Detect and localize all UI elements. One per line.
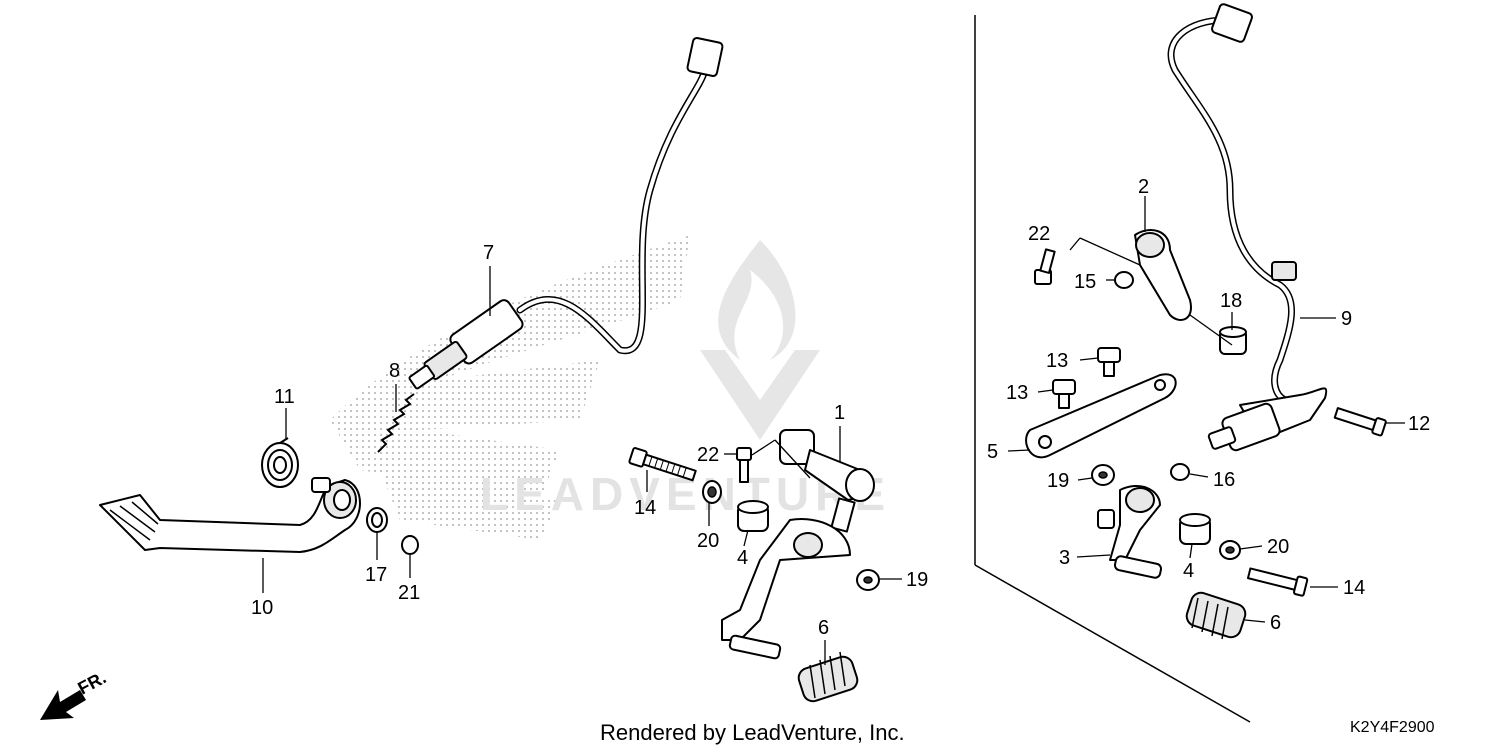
callout-14-right: 14 [1343,577,1365,599]
panel-divider [974,15,1251,723]
bolt-part-22-left [736,447,752,483]
return-spring-part-11 [261,437,299,488]
bracket-part-2 [1134,229,1192,321]
bolt-part-14-right [1246,567,1309,597]
rubber-peg-part-6-right [1185,591,1247,640]
washer-part-20-right-hole [1225,546,1235,554]
callout-14-left: 14 [634,497,656,519]
callout-8: 8 [389,360,400,382]
callout-6-right: 6 [1270,612,1281,634]
washer-part-19-right-hole [1098,471,1108,479]
bolt-part-22-right [1034,248,1056,285]
diagram-code: K2Y4F2900 [1350,719,1435,736]
rubber-peg-part-6-left [797,651,859,703]
callout-5: 5 [987,441,998,463]
callout-20-right: 20 [1267,536,1289,558]
collar-part-18 [1219,326,1247,355]
nut-part-16 [1170,463,1190,481]
shift-switch-part-9 [1167,3,1328,452]
callout-13-upper: 13 [1046,350,1068,372]
clip-part-21 [401,535,419,555]
callout-3: 3 [1059,547,1070,569]
bolt-part-13-upper [1097,347,1121,377]
callout-11: 11 [274,386,295,408]
callout-16: 16 [1213,469,1235,491]
callout-17: 17 [365,564,387,586]
rendered-by-credit: Rendered by LeadVenture, Inc. [600,720,905,745]
callout-1: 1 [834,402,845,424]
washer-part-17-hole [371,512,383,528]
collar-part-4-left [737,500,769,532]
callout-10: 10 [251,597,273,619]
callout-22-right: 22 [1028,223,1050,245]
callout-18: 18 [1220,290,1242,312]
callout-15: 15 [1074,271,1096,293]
bolt-part-12 [1333,407,1387,437]
switch-spring-part-8 [377,393,415,453]
front-direction-arrow-icon [40,690,86,720]
bolt-part-13-lower [1052,379,1076,409]
washer-part-20-left-hole [707,486,717,498]
callout-19-right: 19 [1047,470,1069,492]
shift-lever-left [721,518,851,660]
collar-part-4-right [1179,513,1211,545]
callout-9: 9 [1341,308,1352,330]
plate-part-5 [1025,373,1177,459]
callout-4-right: 4 [1183,560,1194,582]
callout-21: 21 [398,582,420,604]
callout-13-lower: 13 [1006,382,1028,404]
callout-22-left: 22 [697,444,719,466]
washer-part-19-left-hole [863,576,873,584]
callout-6-left: 6 [818,617,829,639]
callout-7: 7 [483,242,494,264]
shift-arm-part-3 [1097,485,1163,579]
brake-pedal-part-10 [99,477,361,553]
wing-emblem-background [330,235,690,540]
leadventure-flame-logo-icon [718,240,796,360]
nut-part-15 [1114,271,1134,289]
bolt-part-14-left [628,447,697,482]
callout-labels: 1 2 3 4 4 5 6 6 7 8 9 10 11 12 13 13 14 … [251,176,1430,639]
callout-20-left: 20 [697,530,719,552]
rear-brake-switch-part-7 [408,36,724,390]
callout-2: 2 [1138,176,1149,198]
front-direction-indicator: FR. [40,667,109,720]
callout-4-left: 4 [737,547,748,569]
callout-12: 12 [1408,413,1430,435]
callout-19-left: 19 [906,569,928,591]
leader-lines [262,196,1405,665]
